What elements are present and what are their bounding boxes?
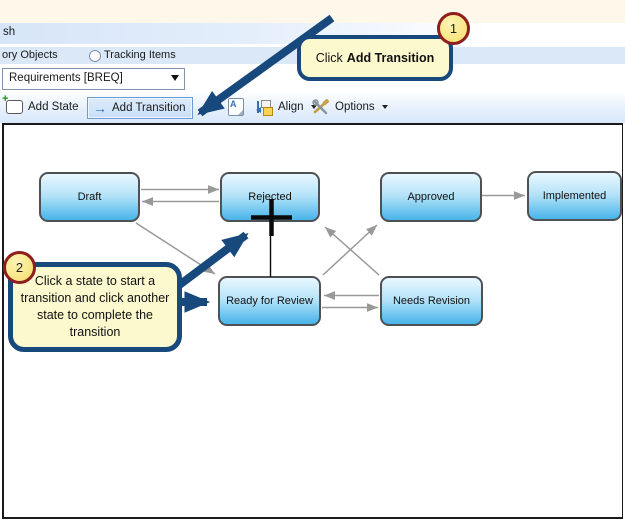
add-state-icon: + [2,93,23,114]
add-transition-button[interactable]: → Add Transition [87,97,193,119]
align-button[interactable]: Align [256,96,317,118]
align-label: Align [278,101,304,113]
add-transition-label: Add Transition [112,102,186,114]
window-title-fragment: sh [3,26,16,38]
state-box[interactable]: Rejected [220,172,320,222]
state-label: Implemented [542,190,607,202]
tracking-items-label[interactable]: Tracking Items [104,49,176,61]
chevron-down-icon [171,75,179,81]
state-label: Approved [407,191,455,203]
add-state-label: Add State [28,101,79,113]
callout-2-number: 2 [15,260,24,275]
callout-2-text: Click a state to start a transition and … [20,274,170,339]
state-label: Draft [77,191,102,203]
export-image-button[interactable]: A [228,96,244,118]
callout-1-number: 1 [449,21,458,36]
state-box[interactable]: Approved [380,172,482,222]
item-type-dropdown[interactable]: Requirements [BREQ] [2,68,185,90]
callout-1-number-badge: 1 [437,12,470,45]
callout-2: Click a state to start a transition and … [8,262,182,352]
image-label-icon: A [228,98,244,116]
state-box[interactable]: Needs Revision [380,276,483,326]
tracking-items-radio[interactable] [89,50,101,62]
state-box[interactable]: Ready for Review [218,276,321,326]
repository-objects-label: ory Objects [2,49,58,61]
add-transition-arrow-icon: → [93,100,107,116]
align-icon [256,99,273,116]
callout-1-text: Click [315,51,343,65]
callout-1: Click Add Transition [297,35,453,81]
state-label: Ready for Review [226,295,313,307]
hammer-wrench-icon [312,98,330,114]
options-label: Options [335,101,375,113]
state-label: Needs Revision [392,295,471,307]
state-box[interactable]: Draft [39,172,140,222]
callout-2-number-badge: 2 [3,251,36,284]
add-state-button[interactable]: + Add State [2,93,79,118]
item-type-value: Requirements [BREQ] [9,72,123,84]
chevron-down-icon [381,105,388,109]
options-button[interactable]: Options [312,96,388,118]
top-strip [0,0,625,23]
diagram-toolbar: + Add State → Add Transition A Align [0,92,625,210]
callout-1-bold-text: Add Transition [346,51,435,65]
state-label: Rejected [248,191,292,203]
state-box[interactable]: Implemented [527,171,622,221]
